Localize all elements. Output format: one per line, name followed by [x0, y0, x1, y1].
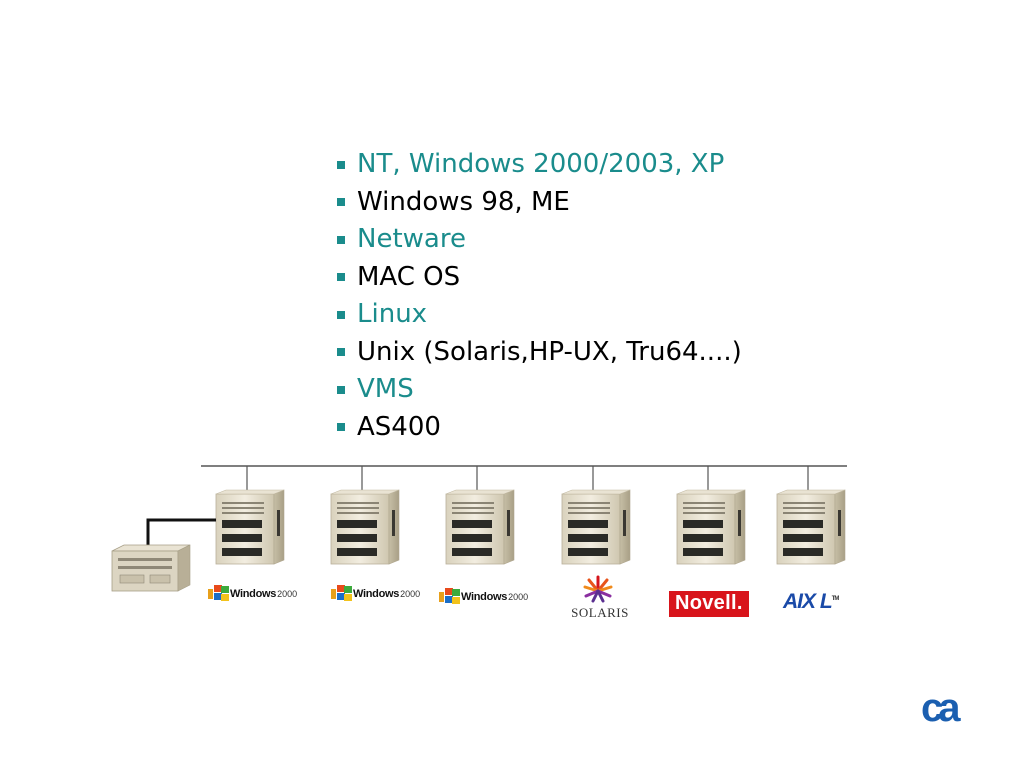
windows-flag-icon: [331, 585, 352, 603]
server-tower-icon: [330, 489, 400, 565]
windows-logo-word: Windows: [353, 588, 400, 600]
aix-logo-l: L: [819, 590, 833, 613]
bullet-text: VMS: [357, 374, 414, 404]
aix-logo: AIX LTM: [783, 590, 840, 614]
novell-logo-text: Novell: [675, 592, 737, 614]
bullet-text: Netware: [357, 224, 466, 254]
server-tower-icon: [676, 489, 746, 565]
bullet-square-icon: [337, 385, 345, 394]
bullet-item: NT, Windows 2000/2003, XP: [337, 146, 742, 184]
solaris-logo-text: SOLARIS: [571, 605, 629, 620]
server-tower-icon: [561, 489, 631, 565]
bullet-square-icon: [337, 235, 345, 244]
bullet-square-icon: [337, 423, 345, 432]
server-tower-icon: [776, 489, 846, 565]
bullet-item: Linux: [337, 296, 742, 334]
bullet-item: Unix (Solaris,HP-UX, Tru64....): [337, 334, 742, 372]
windows-logo-version: 2000: [508, 592, 529, 602]
storage-link-line: [146, 518, 216, 550]
bullet-square-icon: [337, 160, 345, 169]
bullet-item: Netware: [337, 221, 742, 259]
windows-logo-version: 2000: [277, 589, 298, 599]
ca-logo: ca: [921, 686, 960, 730]
aix-logo-text: AIX: [783, 590, 816, 613]
windows-logo-version: 2000: [400, 589, 421, 599]
windows-flag-icon: [439, 588, 460, 606]
bullet-square-icon: [337, 310, 345, 319]
bullet-item: MAC OS: [337, 259, 742, 297]
bullet-square-icon: [337, 273, 345, 282]
novell-logo: Novell.: [669, 591, 749, 617]
bullet-item: Windows 98, ME: [337, 184, 742, 222]
bullet-text: Unix (Solaris,HP-UX, Tru64....): [357, 336, 742, 367]
bullet-text: Windows 98, ME: [357, 186, 570, 217]
bullet-text: AS400: [357, 411, 441, 442]
storage-device-icon: [111, 544, 191, 592]
windows-logo-word: Windows: [230, 588, 277, 600]
solaris-star-icon: [583, 575, 613, 603]
windows-logo-word: Windows: [461, 591, 508, 603]
server-tower-icon: [445, 489, 515, 565]
bullet-item: VMS: [337, 371, 742, 409]
bullet-item: AS400: [337, 409, 742, 447]
bullet-text: NT, Windows 2000/2003, XP: [357, 149, 725, 179]
bullet-square-icon: [337, 198, 345, 207]
bullet-text: Linux: [357, 299, 428, 329]
bullet-square-icon: [337, 348, 345, 357]
bullet-text: MAC OS: [357, 261, 461, 292]
os-bullet-list: NT, Windows 2000/2003, XP Windows 98, ME…: [337, 146, 742, 446]
novell-logo-dot: .: [736, 592, 743, 614]
windows-flag-icon: [208, 585, 229, 603]
server-tower-icon: [215, 489, 285, 565]
aix-logo-tm: TM: [831, 596, 840, 602]
